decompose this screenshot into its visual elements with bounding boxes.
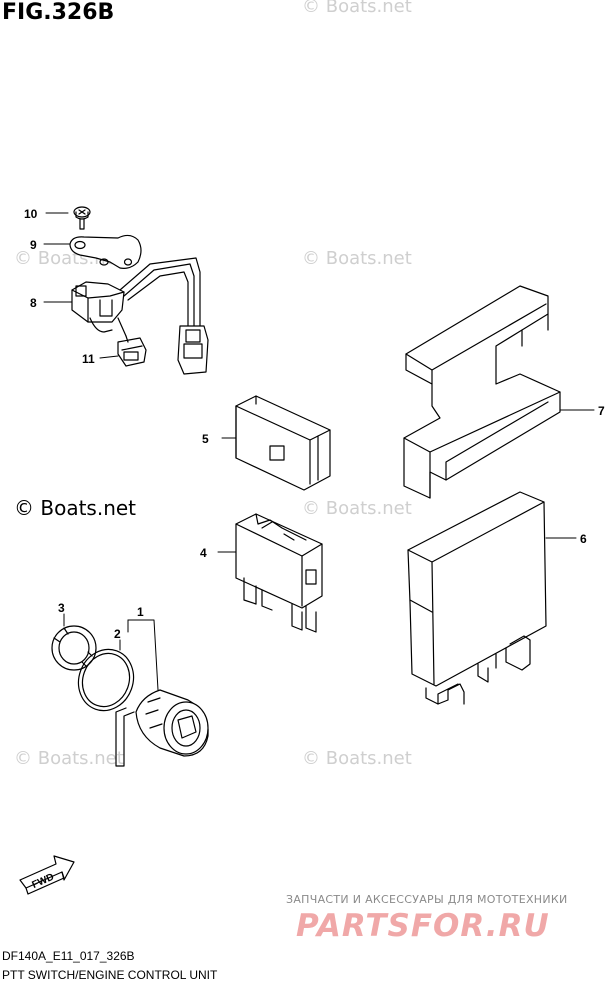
sensor-8: [71, 257, 209, 375]
watermark-center: © Boats.net: [302, 498, 412, 519]
callout-3: 3: [58, 601, 65, 615]
callout-10: 10: [24, 207, 38, 221]
callout-2: 2: [114, 627, 121, 641]
watermark-lower-left: © Boats.net: [14, 748, 124, 769]
o-ring-2: [77, 648, 135, 712]
figure-caption: PTT SWITCH/ENGINE CONTROL UNIT: [2, 968, 218, 982]
callout-11: 11: [82, 352, 95, 366]
switch-assembly-1: [115, 689, 209, 767]
shop-tagline: ЗАПЧАСТИ И АКСЕССУАРЫ ДЛЯ МОТОТЕХНИКИ: [286, 893, 568, 906]
callout-5: 5: [202, 432, 209, 446]
relay-4: [235, 513, 323, 633]
callout-1: 1: [137, 605, 144, 619]
callout-7: 7: [598, 404, 605, 418]
cover-5: [235, 395, 331, 491]
clamp-11: [117, 335, 147, 367]
watermark-main: © Boats.net: [14, 496, 137, 520]
fwd-arrow: [19, 855, 75, 895]
ecu-6: [407, 491, 547, 705]
shop-logo: PARTSFOR.RU: [296, 908, 550, 944]
watermark-lower-right: © Boats.net: [302, 748, 412, 769]
watermark-top: © Boats.net: [302, 0, 412, 17]
leader-lines: [43, 212, 595, 691]
nut-3: [51, 625, 97, 671]
figure-code: DF140A_E11_017_326B: [2, 949, 135, 963]
bracket-9: [69, 234, 142, 269]
watermark-mid-right: © Boats.net: [302, 248, 412, 269]
callout-6: 6: [580, 532, 587, 546]
ecu-cover-7: [403, 285, 561, 499]
callout-9: 9: [30, 238, 37, 252]
callout-8: 8: [30, 296, 37, 310]
callout-4: 4: [200, 546, 207, 560]
screw-10: [73, 206, 91, 230]
figure-title: FIG.326B: [2, 0, 115, 25]
